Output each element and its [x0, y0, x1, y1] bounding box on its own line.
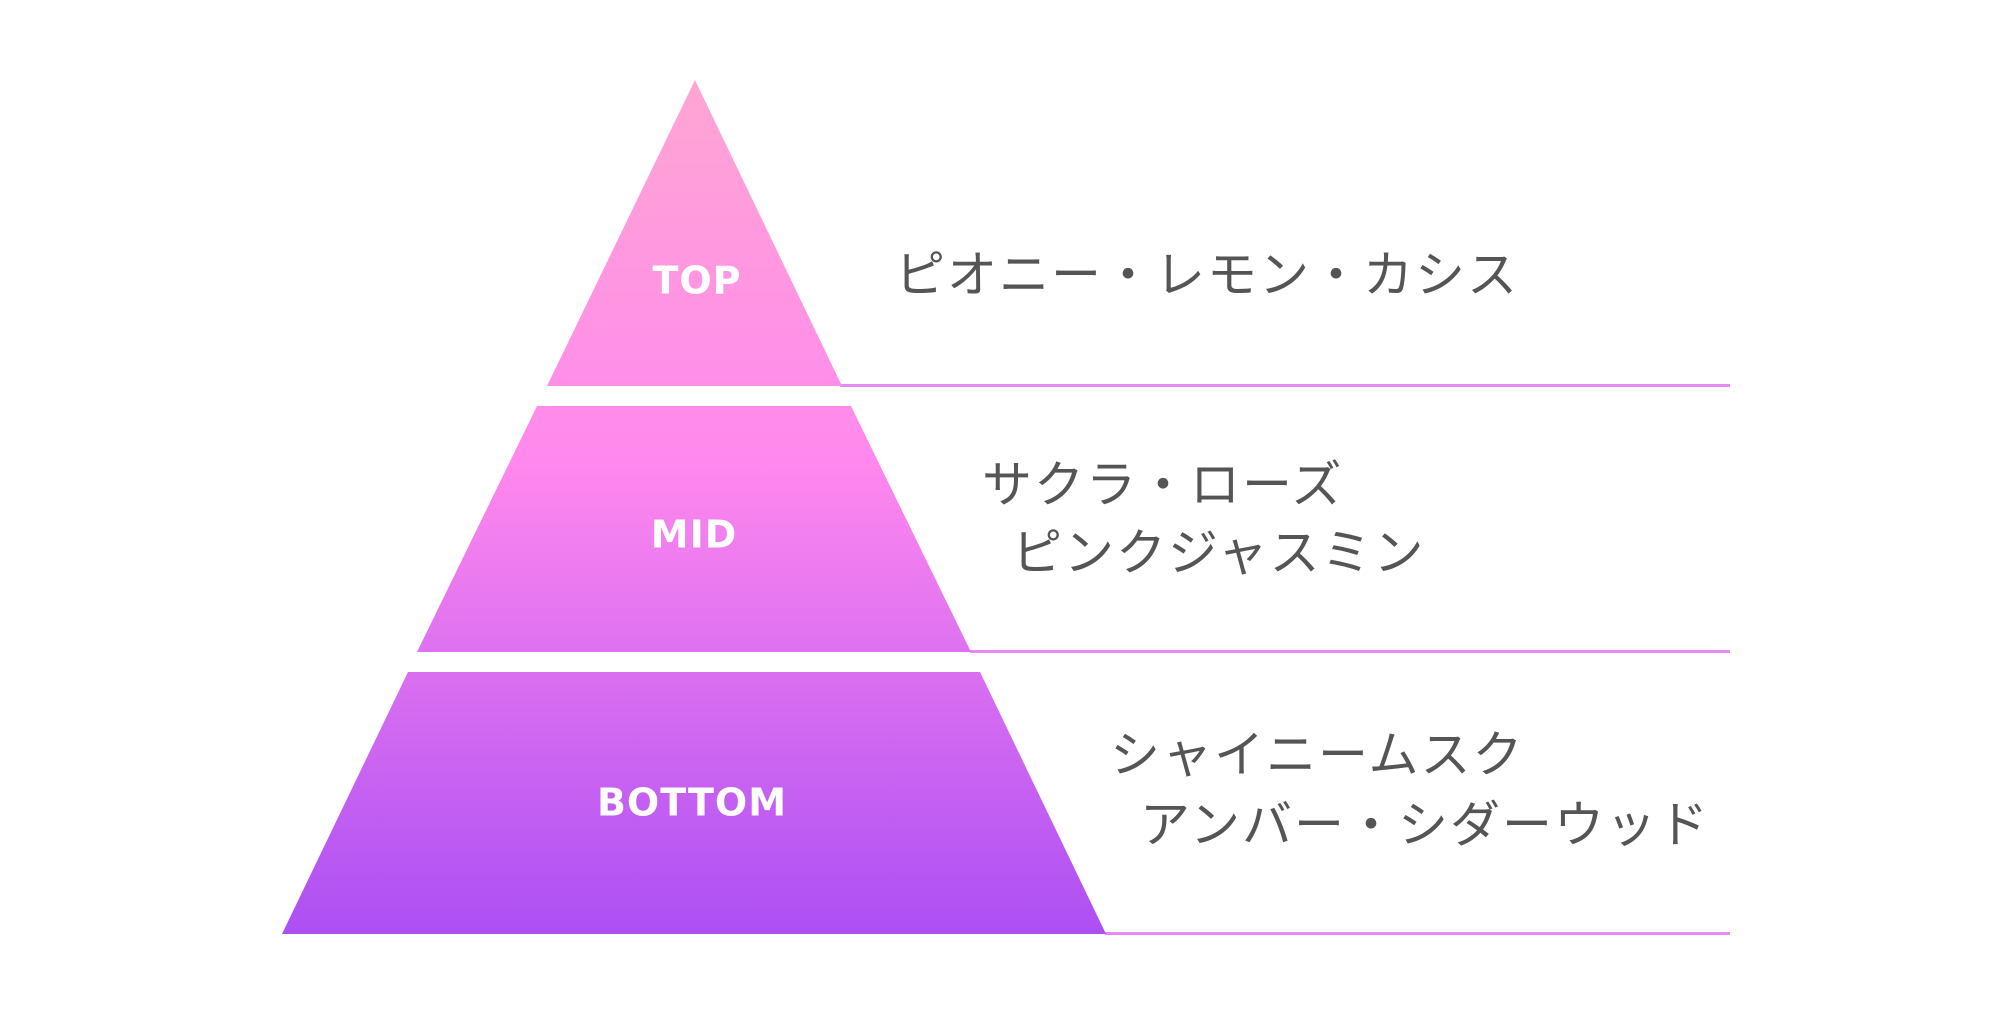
mid-tier-shape — [417, 406, 971, 652]
mid-notes-line-1: サクラ・ローズ — [982, 456, 1344, 514]
top-notes-line-1: ピオニー・レモン・カシス — [895, 246, 1519, 304]
bottom-notes-line-2: アンバー・シダーウッド — [1140, 796, 1710, 854]
mid-tier-label: MID — [651, 513, 738, 557]
bottom-tier-label: BOTTOM — [597, 781, 787, 825]
bottom-notes-line-1: シャイニームスク — [1110, 726, 1525, 784]
bottom-tier-shape — [282, 672, 1106, 934]
top-tier-label: TOP — [652, 259, 741, 303]
mid-notes-line-2: ピンクジャスミン — [1012, 524, 1426, 582]
top-tier-shape — [547, 80, 842, 386]
